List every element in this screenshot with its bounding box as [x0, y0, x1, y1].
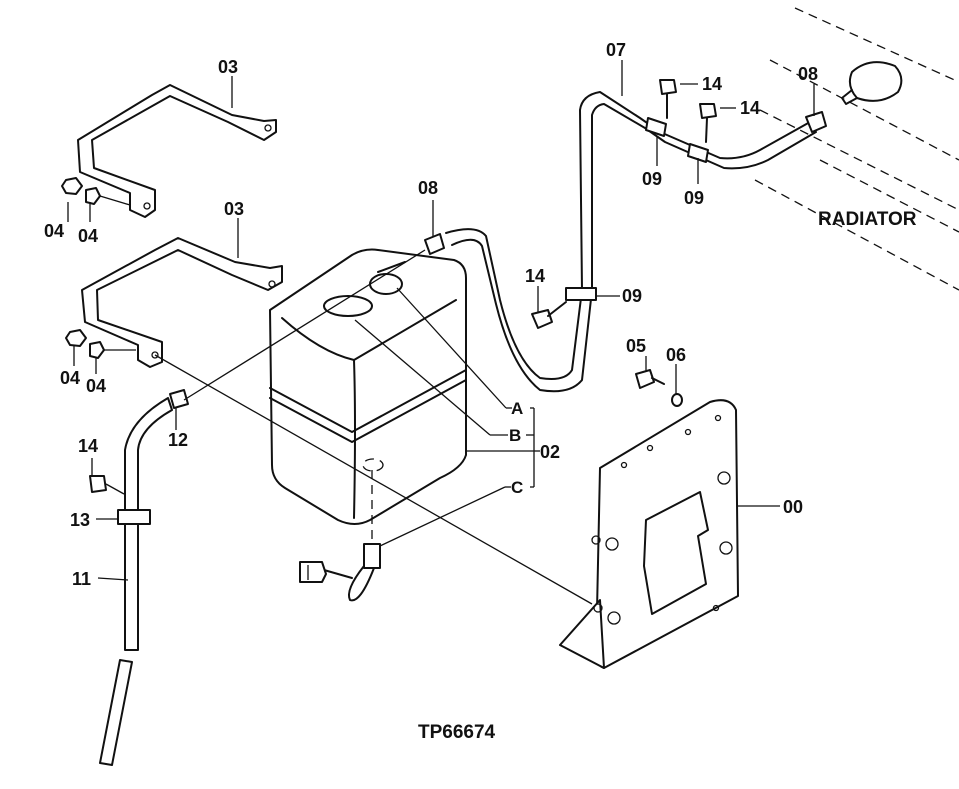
callout-band-upper: 03 — [218, 57, 238, 77]
hose-to-radiator — [424, 91, 827, 393]
leader-lines — [67, 60, 815, 605]
callout-bracket: 00 — [783, 497, 803, 517]
callout-screw-overflow: 14 — [78, 436, 98, 456]
callout-clip-top-a: 09 — [642, 169, 662, 189]
radiator-cap — [841, 61, 903, 105]
callout-bolt: 05 — [626, 336, 646, 356]
nuts-lower — [65, 329, 136, 359]
mounting-bracket — [559, 399, 739, 669]
callout-washer: 06 — [666, 345, 686, 365]
callout-clip-overflow: 13 — [70, 510, 90, 530]
callout-nut-lower-b: 04 — [86, 376, 106, 396]
screws — [89, 79, 717, 495]
overflow-hose — [99, 389, 189, 766]
callout-clip-mid: 09 — [622, 286, 642, 306]
callout-clip-top-b: 09 — [684, 188, 704, 208]
callout-labels: 03 03 04 04 04 04 08 07 14 14 08 09 09 R… — [44, 40, 917, 743]
radiator-label: RADIATOR — [818, 209, 917, 230]
tank-port-c: C — [511, 478, 523, 497]
callout-screw-mid: 14 — [525, 266, 545, 286]
callout-hose-top: 07 — [606, 40, 626, 60]
mounting-band-lower — [81, 237, 283, 368]
callout-overflow-hose: 11 — [72, 569, 91, 589]
callout-band-lower: 03 — [224, 199, 244, 219]
callout-clamp-tank: 08 — [418, 178, 438, 198]
tank-port-a: A — [511, 399, 523, 418]
hose-clips — [565, 117, 709, 301]
callout-clamp-radiator: 08 — [798, 64, 818, 84]
bolt-and-washer — [635, 369, 683, 407]
callout-screw-top-b: 14 — [740, 98, 760, 118]
callout-tank: 02 — [540, 442, 560, 462]
callout-screw-top-a: 14 — [702, 74, 722, 94]
nuts-upper — [61, 177, 131, 206]
callout-nut-upper-b: 04 — [78, 226, 98, 246]
tank-port-b: B — [509, 426, 521, 445]
figure-number: TP66674 — [418, 722, 496, 743]
callout-nut-lower-a: 04 — [60, 368, 80, 388]
radiator-outline — [754, 7, 959, 291]
mounting-band-upper — [77, 84, 277, 218]
level-sensor — [299, 543, 381, 602]
callout-nut-upper-a: 04 — [44, 221, 64, 241]
reserve-tank — [269, 248, 467, 540]
callout-clamp-overflow: 12 — [168, 430, 188, 450]
